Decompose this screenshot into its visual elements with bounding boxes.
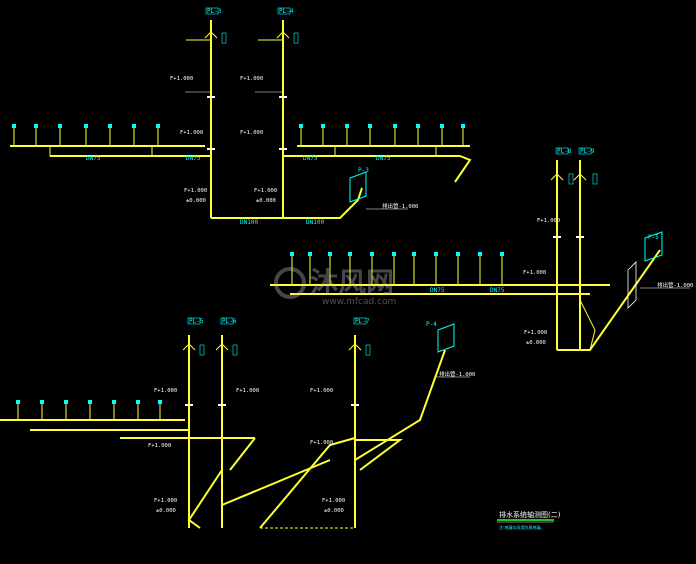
watermark-url: www.mfcad.com (322, 297, 396, 307)
watermark-brand: 沐风网 (310, 266, 394, 299)
elev-label: F+1.000 (322, 498, 345, 504)
elev-label: F+1.000 (170, 76, 193, 82)
elev-label: F+1.000 (254, 188, 277, 194)
size-label: DN75 (186, 155, 201, 162)
collector-pipe-top (211, 187, 363, 219)
top-riser-group: PL-3 PL-4 F+1.000 F+1.000 F+1.000 F+1.00… (10, 7, 472, 226)
riser-label-pl4: PL-4 (279, 8, 294, 15)
elev-label: F+1.000 (524, 330, 547, 336)
size-label: DN100 (306, 219, 324, 226)
watermark: 沐风网 www.mfcad.com (274, 266, 396, 307)
size-label: DN75 (303, 155, 318, 162)
outlet-label-p4: P-4 (426, 321, 437, 328)
outlet-elev-p4: 排出管-1.000 (439, 370, 475, 378)
riser-label-pl8: PL-8 (557, 148, 572, 155)
elev-label: F+1.000 (148, 443, 171, 449)
elev-label: F+1.000 (310, 440, 333, 446)
elev-label: F+1.000 (236, 388, 259, 394)
size-label: DN75 (86, 155, 101, 162)
outlet-label-p5: P-5 (648, 234, 659, 241)
elev-label: F+1.000 (180, 130, 203, 136)
elev-label: F+1.000 (240, 76, 263, 82)
riser-label-pl5: PL-5 (189, 318, 204, 325)
title-block: 排水系统轴测图(二) 注:地漏均采用防臭地漏。 (497, 510, 561, 530)
elev-label: F+1.000 (154, 498, 177, 504)
elev-label: F+1.000 (310, 388, 333, 394)
drawing-title: 排水系统轴测图(二) (499, 510, 561, 519)
size-label: DN75 (430, 287, 445, 294)
size-label: DN100 (240, 219, 258, 226)
outlet-label-p3: P-3 (358, 167, 369, 174)
riser-label-pl6: PL-6 (222, 318, 237, 325)
outlet-elev-p3: 排出管-1.000 (382, 202, 418, 210)
riser-label-pl9: PL-9 (580, 148, 595, 155)
riser-label-pl7: PL-7 (355, 318, 370, 325)
right-riser-group: PL-8 PL-9 F+1.000 F+1.000 F+1.000 ±0.000 (270, 147, 693, 351)
ground-label: ±0.000 (156, 508, 176, 514)
ground-label: ±0.000 (324, 508, 344, 514)
elev-label: F+1.000 (240, 130, 263, 136)
size-label: DN75 (376, 155, 391, 162)
bottom-riser-group: PL-5 PL-6 PL-7 F+1.000 F+1.000 F+1.000 F… (0, 317, 475, 529)
ground-label: ±0.000 (256, 198, 276, 204)
elev-label: F+1.000 (537, 218, 560, 224)
riser-label-pl3: PL-3 (207, 8, 222, 15)
outlet-elev-p5: 排出管-1.000 (657, 281, 693, 289)
elev-label: F+1.000 (184, 188, 207, 194)
elev-label: F+1.000 (523, 270, 546, 276)
branch-pipe-pl7 (354, 349, 446, 471)
drawing-note: 注:地漏均采用防臭地漏。 (499, 524, 544, 530)
ground-label: ±0.000 (186, 198, 206, 204)
size-label: DN75 (490, 287, 505, 294)
collector-pipe-right (557, 249, 661, 351)
elev-label: F+1.000 (154, 388, 177, 394)
ground-label: ±0.000 (526, 340, 546, 346)
